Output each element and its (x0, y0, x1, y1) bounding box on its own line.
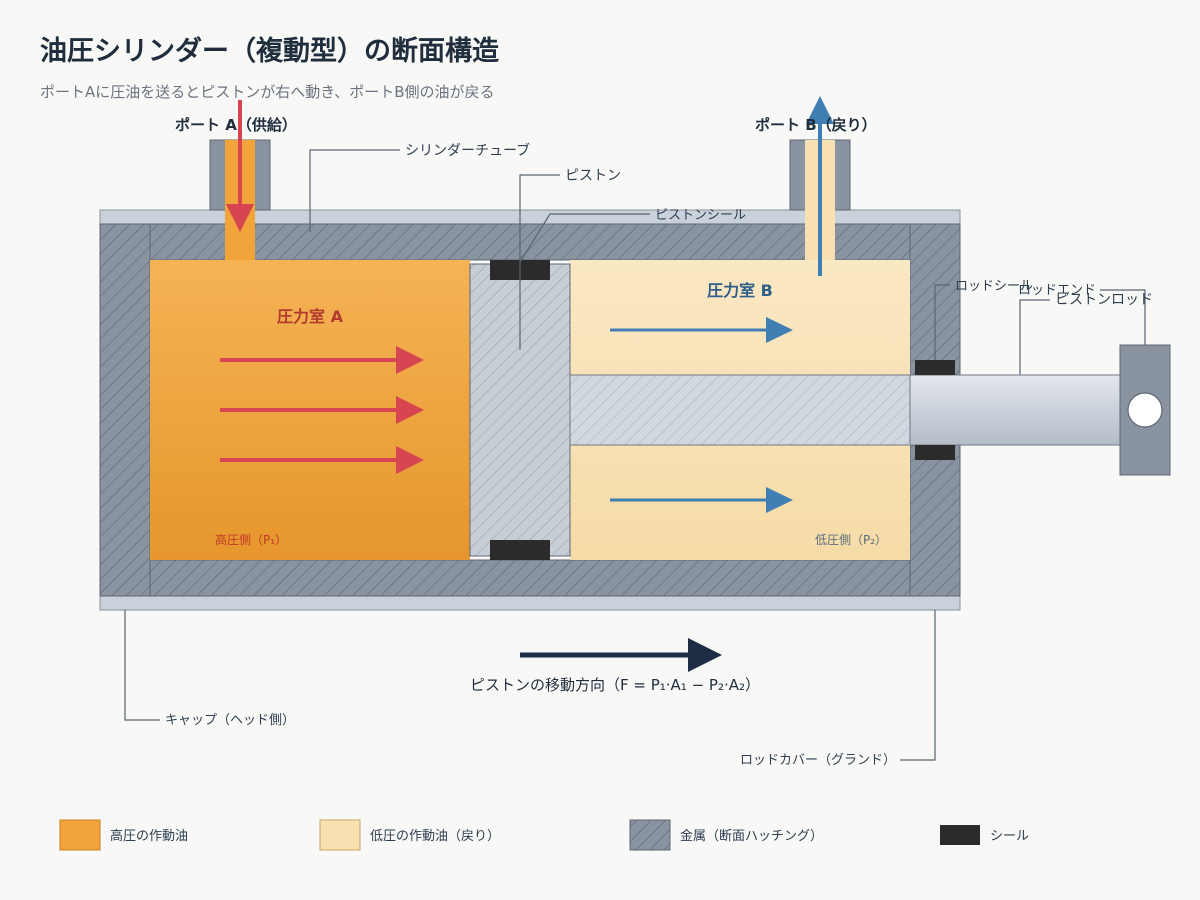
port-a-label: ポート A（供給） (175, 116, 297, 134)
callout-rod-seal: ロッドシール (955, 279, 1033, 294)
page-title: 油圧シリンダー（複動型）の断面構造 (40, 35, 499, 67)
callout-piston-seal: ピストンシール (655, 208, 746, 223)
piston-rod-inner (569, 374, 911, 446)
legend-label-high-pressure: 高圧の作動油 (110, 828, 188, 844)
chamber-a-flow-arrows (220, 346, 424, 474)
movement-direction-arrow (520, 638, 722, 672)
high-pressure-side-label: 高圧側（P₁） (215, 532, 287, 547)
rod-end-eye (1127, 392, 1163, 428)
movement-direction-label: ピストンの移動方向（F = P₁·A₁ − P₂·A₂） (470, 676, 760, 694)
page-subtitle: ポートAに圧油を送るとピストンが右へ動き、ポートB側の油が戻る (40, 83, 495, 101)
callout-cap: キャップ（ヘッド側） (165, 713, 295, 728)
legend: 高圧の作動油 低圧の作動油（戻り） 金属（断面ハッチング） シール (59, 819, 1029, 851)
rod-seal-bottom (915, 445, 955, 460)
rod-seal-top (915, 360, 955, 375)
callout-piston: ピストン (565, 168, 621, 184)
cylinder-tube-bottom (99, 559, 961, 597)
legend-label-metal: 金属（断面ハッチング） (680, 828, 823, 844)
return-arrow (806, 96, 834, 276)
supply-arrow (226, 100, 254, 232)
legend-swatch-low-pressure (319, 819, 361, 851)
legend-swatch-metal (629, 819, 671, 851)
port-b-label: ポート B（戻り） (755, 116, 877, 134)
chamber-b-label: 圧力室 B (707, 281, 773, 300)
callout-rod-end: ロッドエンド (1018, 283, 1096, 298)
callout-rod-cover: ロッドカバー（グランド） (740, 753, 896, 768)
cap-wall (99, 223, 151, 597)
legend-label-low-pressure: 低圧の作動油（戻り） (370, 829, 500, 844)
legend-swatch-seal (940, 825, 980, 845)
chamber-b-flow-arrows (610, 317, 793, 513)
legend-label-seal: シール (990, 829, 1029, 844)
piston-seal-bottom (490, 540, 550, 560)
callout-cylinder-tube: シリンダーチューブ (405, 142, 530, 159)
callout-piston-rod: ピストンロッド (1055, 292, 1153, 308)
bottom-plate (99, 595, 961, 611)
chamber-a-label: 圧力室 A (277, 307, 344, 326)
leader-lines (124, 149, 1146, 761)
legend-swatch-high-pressure (59, 819, 101, 851)
piston-rod-outer (909, 374, 1121, 446)
low-pressure-side-label: 低圧側（P₂） (815, 533, 887, 547)
